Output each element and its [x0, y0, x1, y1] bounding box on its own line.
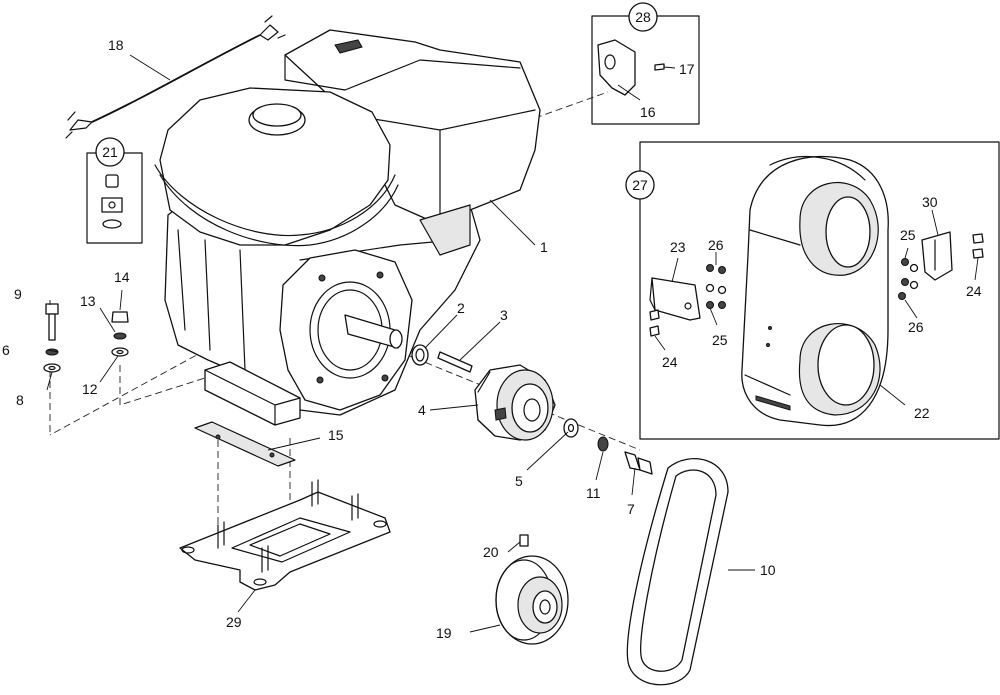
callout-7: 7: [627, 501, 635, 517]
callout-19: 19: [436, 625, 452, 641]
kit-28-circle: [628, 2, 658, 32]
kit-21-label: 21: [102, 144, 118, 160]
clutch-4: [474, 364, 556, 441]
callout-17: 17: [679, 61, 695, 77]
callout-30: 30: [922, 194, 938, 210]
callout-1: 1: [540, 239, 548, 255]
engine-assembly: [154, 29, 541, 426]
callout-25-left: 25: [712, 332, 728, 348]
callout-14: 14: [114, 269, 130, 285]
callout-16: 16: [640, 104, 656, 120]
mount-plate-29: [179, 479, 391, 591]
left-hardware: [43, 303, 129, 373]
callout-25-right: 25: [900, 227, 916, 243]
callout-6: 6: [2, 342, 10, 358]
pulley-19: [495, 534, 569, 645]
callout-4: 4: [418, 402, 426, 418]
callout-3: 3: [500, 307, 508, 323]
callout-20: 20: [483, 544, 499, 560]
callout-9: 9: [14, 286, 22, 302]
callout-13: 13: [80, 293, 96, 309]
kit-27-circle: [625, 170, 655, 200]
wire-harness-18: [65, 15, 286, 139]
callout-12: 12: [82, 381, 98, 397]
kit-21-box: [86, 152, 143, 244]
callout-26-right: 26: [908, 319, 924, 335]
callout-22: 22: [914, 405, 930, 421]
callout-26-left: 26: [708, 237, 724, 253]
callout-8: 8: [16, 392, 24, 408]
belt-10: [626, 458, 729, 686]
callout-23: 23: [670, 239, 686, 255]
callout-29: 29: [226, 614, 242, 630]
callout-labels: 1 2 3 4 5 6 7 8 9 10 11 12 13 14 15 16 1…: [2, 37, 982, 641]
kit-28-label: 28: [635, 9, 651, 25]
kit-27-label: 27: [632, 177, 648, 193]
callout-24-left: 24: [662, 354, 678, 370]
pto-hardware: [411, 344, 473, 373]
callout-2: 2: [457, 300, 465, 316]
kit-28-box: [591, 15, 700, 125]
kit-badges: 21 27 28: [95, 2, 658, 200]
leader-lines: [46, 54, 979, 633]
kit-27-box: [639, 141, 1000, 440]
shim-plate-15: [194, 421, 296, 467]
kit-21-circle: [95, 137, 125, 167]
callout-24-right: 24: [966, 283, 982, 299]
callout-10: 10: [760, 562, 776, 578]
callout-15: 15: [328, 427, 344, 443]
callout-5: 5: [515, 473, 523, 489]
callout-11: 11: [586, 485, 601, 501]
clutch-hardware: [563, 418, 653, 475]
callout-18: 18: [108, 37, 124, 53]
